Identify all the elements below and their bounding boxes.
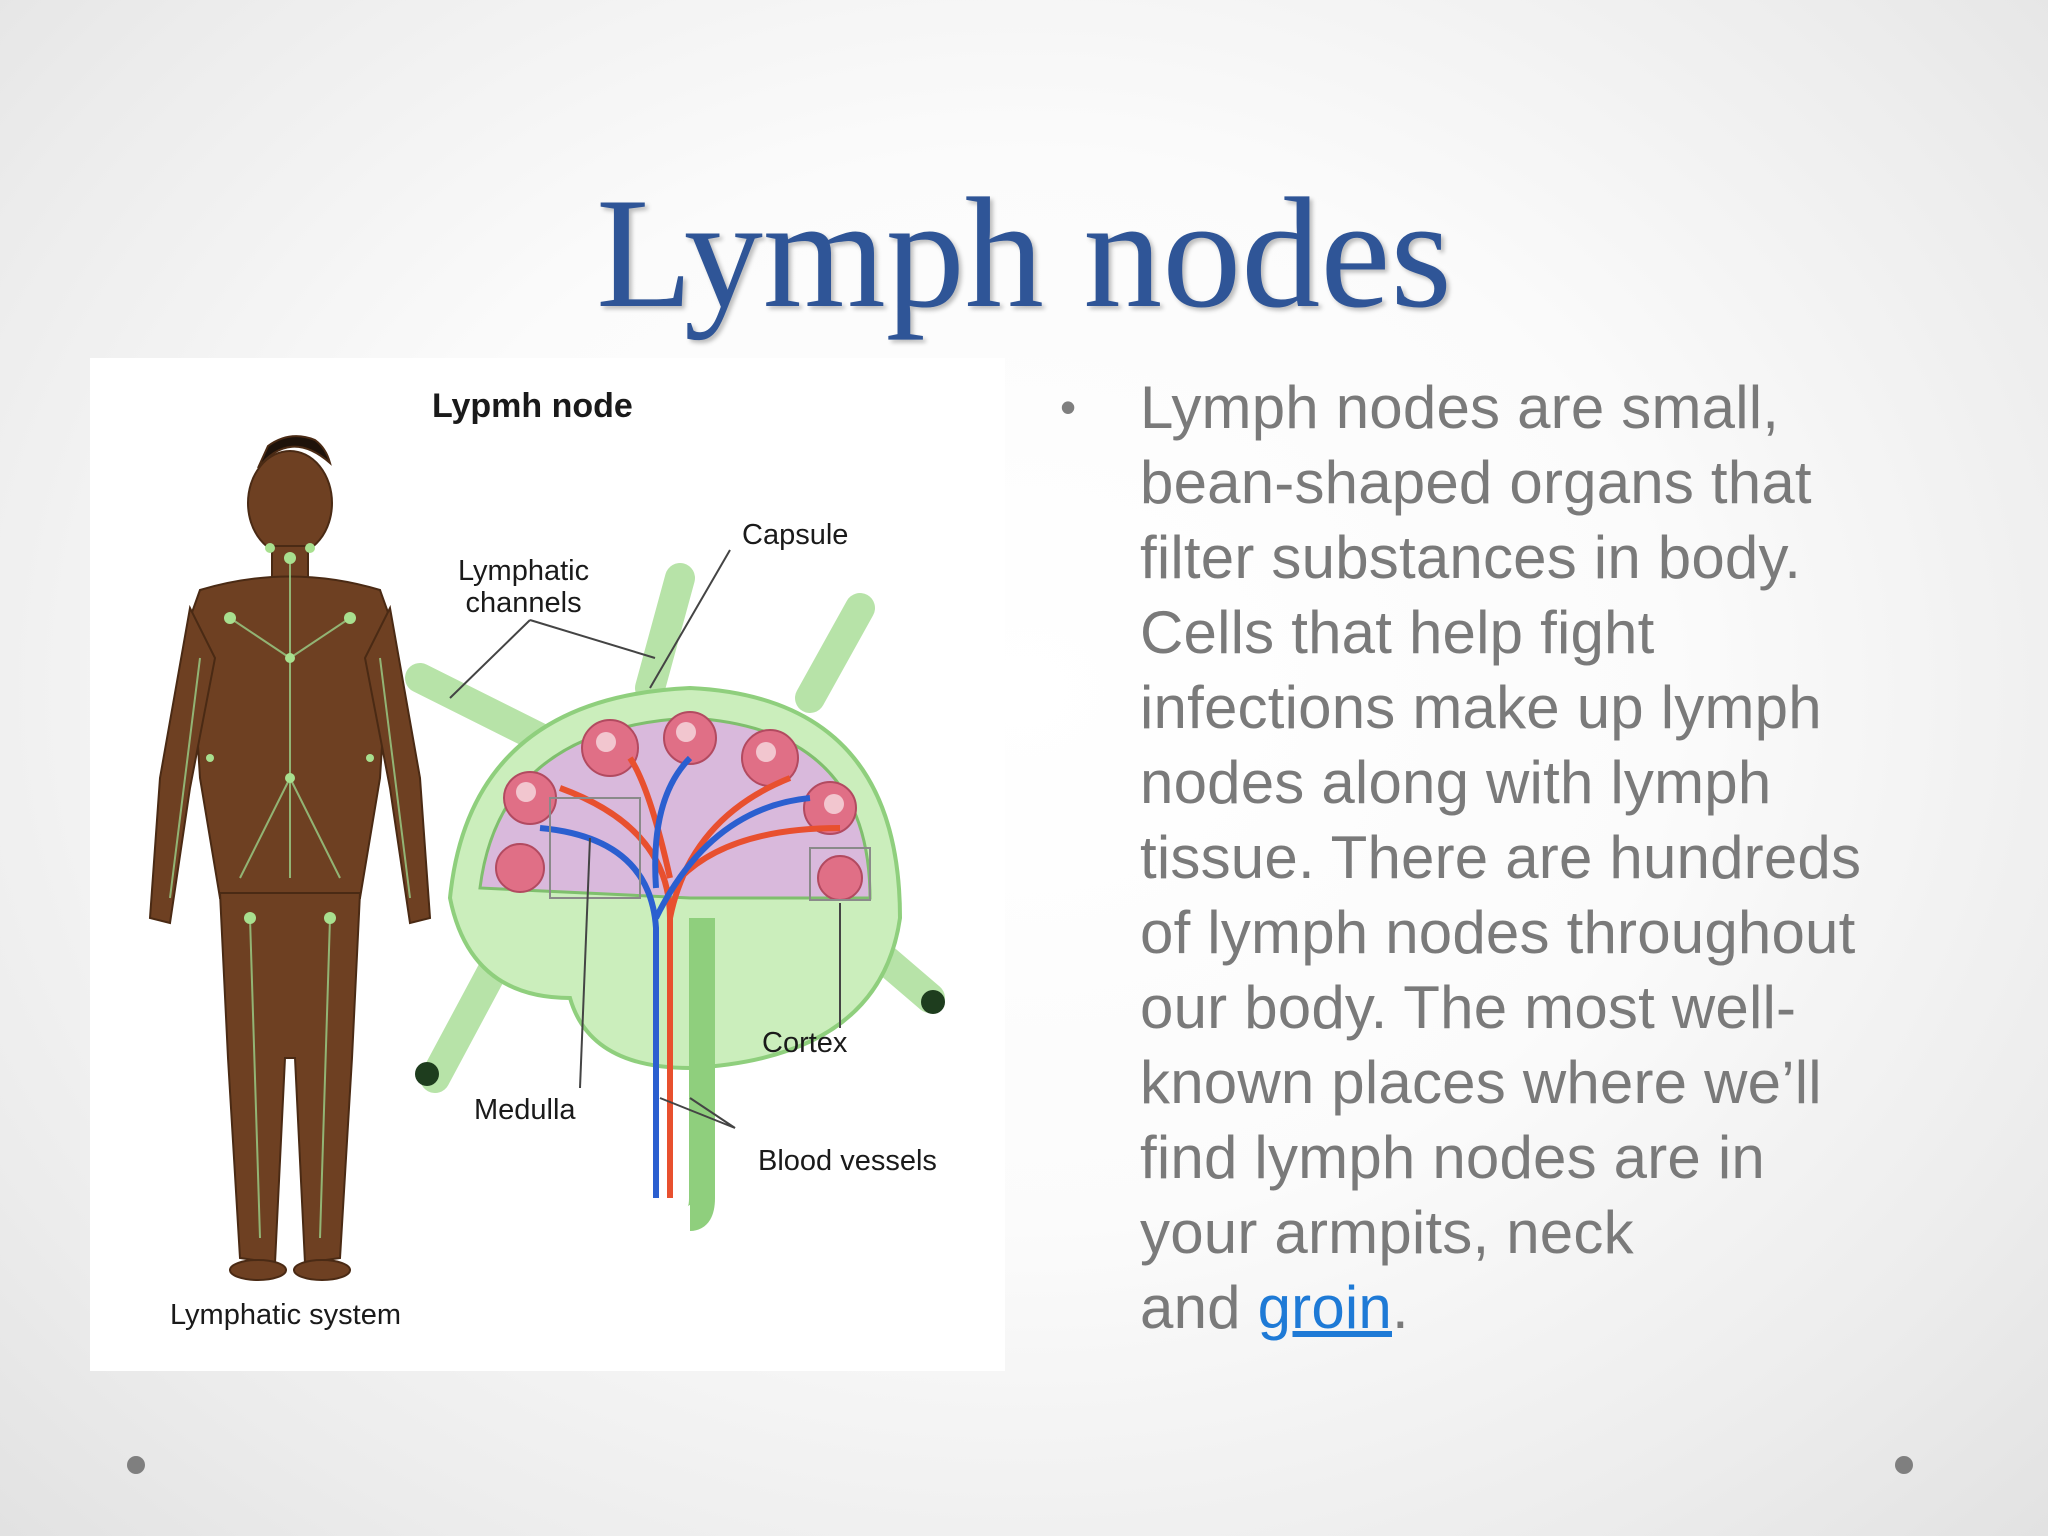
lymph-node-illustration: Lypmh node Capsule Lymphatic channels Co… xyxy=(90,358,1005,1371)
lymph-vessels-body xyxy=(169,558,411,1239)
bullet-text-main: Lymph nodes are small, bean-shaped organ… xyxy=(1140,374,1862,1341)
figure-heading: Lypmh node xyxy=(432,387,633,425)
label-lymphatic-system: Lymphatic system xyxy=(170,1299,401,1331)
bullet-marker: • xyxy=(1060,381,1077,433)
bullet-list: • Lymph nodes are small, bean-shaped org… xyxy=(1060,370,1990,1345)
label-capsule: Capsule xyxy=(742,519,849,551)
bullet-item: • Lymph nodes are small, bean-shaped org… xyxy=(1060,370,1990,1345)
slide-corner-dot-left xyxy=(127,1456,145,1474)
bullet-text: Lymph nodes are small, bean-shaped organ… xyxy=(1140,370,1990,1345)
illustration-drawing xyxy=(148,435,945,1281)
label-medulla: Medulla xyxy=(474,1094,576,1126)
label-cortex: Cortex xyxy=(762,1027,848,1059)
slide-corner-dot-right xyxy=(1895,1456,1913,1474)
label-lymphatic-channels: Lymphatic channels xyxy=(458,555,590,619)
groin-link[interactable]: groin xyxy=(1257,1274,1392,1341)
bullet-text-end: . xyxy=(1392,1274,1409,1341)
slide-title: Lymph nodes xyxy=(596,166,1452,341)
lymph-node-diagram xyxy=(405,549,945,1231)
label-blood-vessels: Blood vessels xyxy=(758,1145,937,1177)
